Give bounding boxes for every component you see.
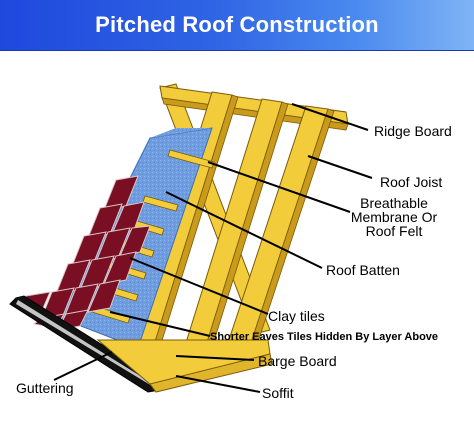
title-banner: Pitched Roof Construction (0, 0, 474, 51)
label-roof-joist: Roof Joist (380, 174, 443, 190)
label-ridge-board: Ridge Board (374, 123, 452, 139)
label-barge-board: Barge Board (258, 353, 337, 369)
leader-lines (53, 103, 373, 393)
label-clay-tiles: Clay tiles (268, 308, 325, 324)
label-roof-batten: Roof Batten (326, 262, 400, 278)
soffit (149, 353, 273, 393)
label-eaves-tiles: Shorter Eaves Tiles Hidden By Layer Abov… (210, 331, 439, 343)
clay-tiles (15, 175, 151, 331)
roof-batten-2 (142, 195, 179, 212)
label-guttering: Guttering (16, 380, 74, 396)
roof-illustration (9, 83, 373, 393)
label-membrane-line3: Roof Felt (365, 223, 423, 239)
label-soffit: Soffit (262, 385, 294, 401)
label-membrane-line1: Breathable (360, 195, 428, 211)
diagram-title: Pitched Roof Construction (95, 12, 379, 37)
roof-batten-1 (167, 149, 215, 169)
label-membrane-line2: Membrane Or (350, 209, 438, 225)
